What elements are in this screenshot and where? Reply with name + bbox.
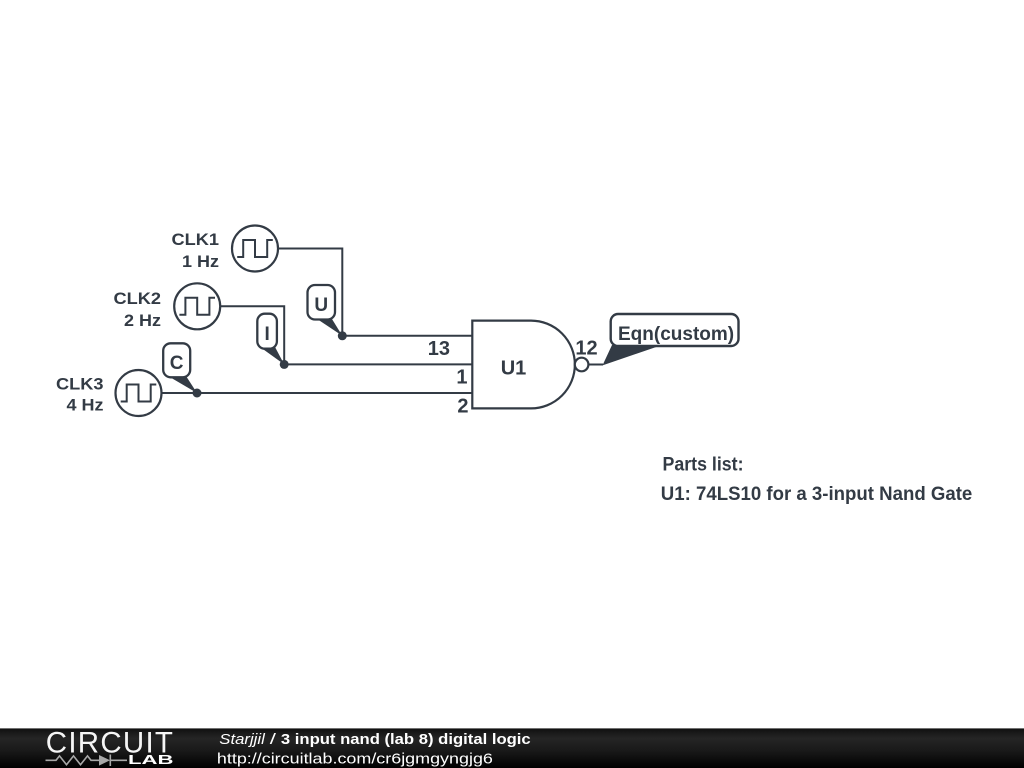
svg-text:Eqn(custom): Eqn(custom)	[618, 324, 734, 345]
svg-text:2 Hz: 2 Hz	[124, 311, 161, 330]
svg-text:C: C	[170, 353, 184, 374]
svg-text:Parts list:: Parts list:	[663, 454, 744, 476]
svg-text:U1: 74LS10 for a 3-input Nand: U1: 74LS10 for a 3-input Nand Gate	[661, 483, 973, 505]
svg-text:CLK1: CLK1	[172, 230, 220, 249]
svg-text:U1: U1	[501, 358, 527, 380]
svg-text:U: U	[314, 295, 328, 316]
svg-text:Starjjil: Starjjil	[219, 732, 265, 748]
svg-text:2: 2	[457, 396, 468, 418]
svg-text:1 Hz: 1 Hz	[182, 252, 219, 271]
svg-text:I: I	[265, 324, 270, 345]
svg-text:LAB: LAB	[128, 753, 174, 767]
svg-text:13: 13	[428, 338, 450, 360]
svg-text:CLK3: CLK3	[56, 375, 104, 394]
svg-text:1: 1	[456, 367, 467, 389]
svg-text:12: 12	[575, 338, 597, 360]
svg-text:4 Hz: 4 Hz	[67, 396, 104, 415]
svg-text:CLK2: CLK2	[114, 289, 162, 308]
svg-text:CIRCUIT: CIRCUIT	[46, 727, 174, 760]
svg-text:http://circuitlab.com/cr6jgmgy: http://circuitlab.com/cr6jgmgyngjg6	[217, 751, 493, 768]
svg-text:3 input nand (lab 8) digital l: 3 input nand (lab 8) digital logic	[281, 732, 531, 748]
svg-text:/: /	[270, 732, 278, 748]
